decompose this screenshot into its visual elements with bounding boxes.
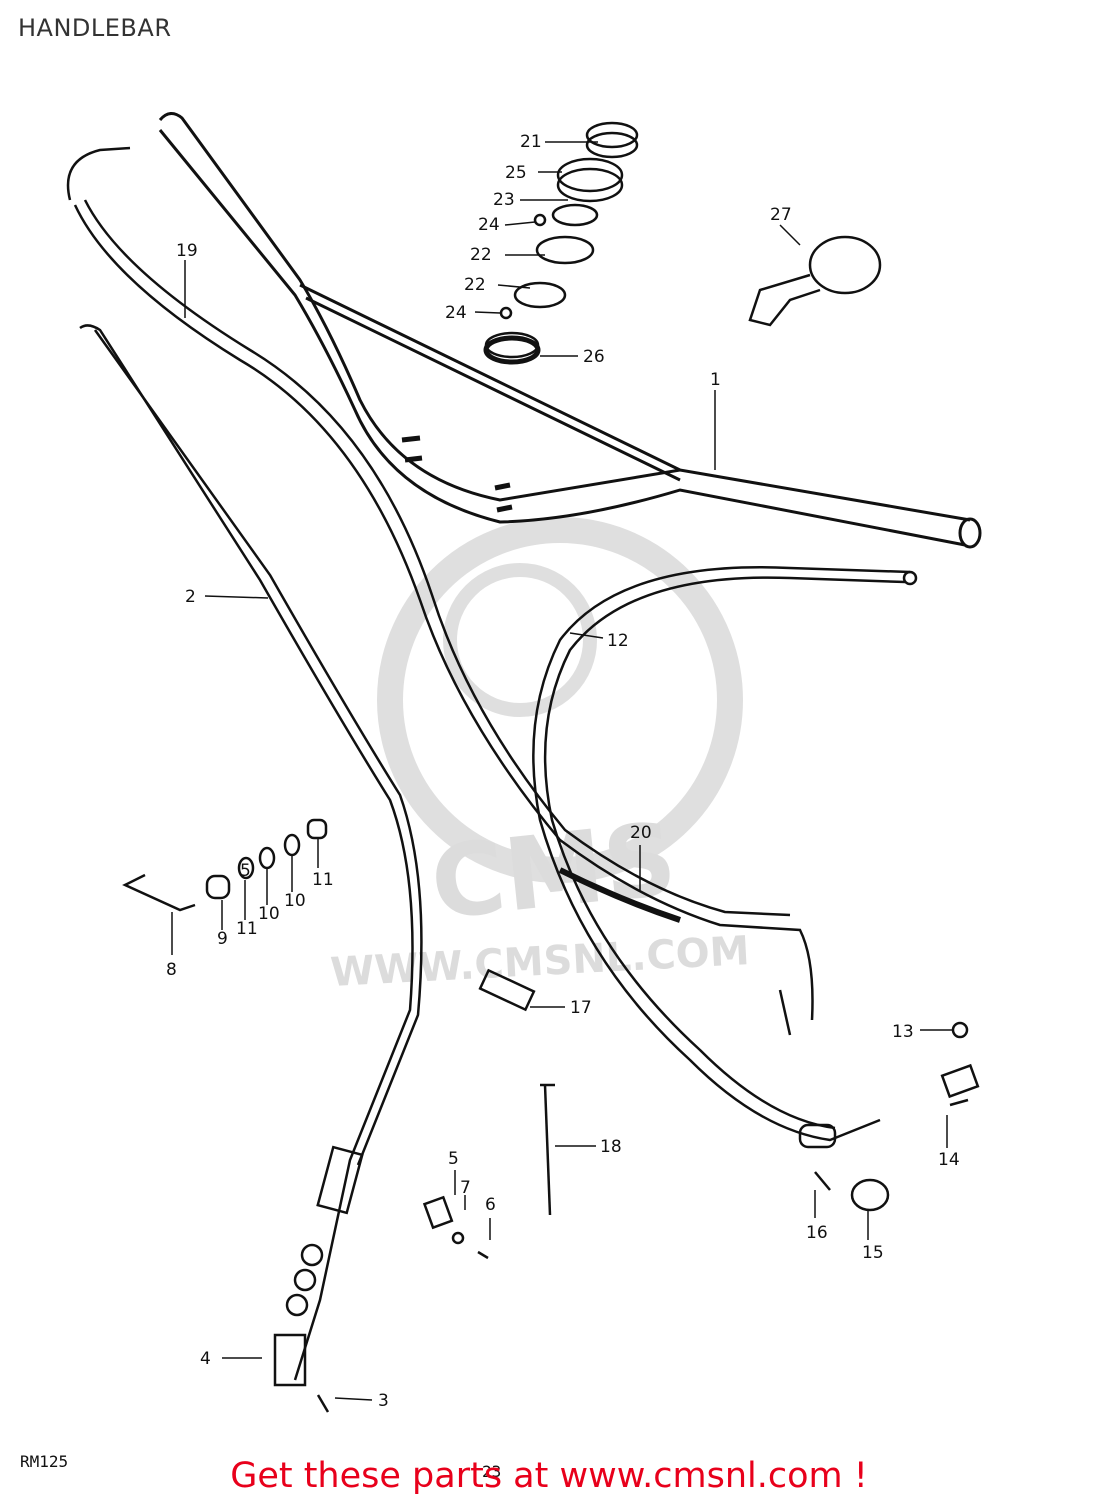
watermark-url: WWW.CMSNL.COM [329,928,750,996]
cable-2 [79,324,423,1413]
part-labels: 1 2 3 4 5 6 7 8 9 10 10 11 11 5 12 13 14… [166,132,960,1411]
part-label-10b: 10 [284,891,306,911]
part-label-10a: 10 [258,904,280,924]
part-label-1: 1 [710,370,721,390]
part-label-17: 17 [570,998,592,1018]
part-label-6: 6 [485,1195,496,1215]
part-label-5: 5 [448,1149,459,1169]
bearing-stack [483,121,639,365]
model-code: RM125 [20,1452,69,1471]
part-label-2: 2 [185,587,196,607]
part-label-16: 16 [806,1223,828,1243]
small-parts [122,818,980,1260]
part-label-14: 14 [938,1150,960,1170]
leader-lines [171,141,952,1401]
part-label-23: 23 [493,190,515,210]
part-label-11b: 11 [312,870,334,890]
part-label-13: 13 [892,1022,914,1042]
handlebar [158,112,982,549]
part-label-7: 7 [460,1178,471,1198]
part-label-5b: 5 [240,861,251,881]
part-label-24a: 24 [478,215,500,235]
part-label-27: 27 [770,205,792,225]
part-label-3: 3 [378,1391,389,1411]
part-label-9: 9 [217,929,228,949]
promo-link[interactable]: Get these parts at www.cmsnl.com ! [230,1456,868,1496]
part-label-25: 25 [505,163,527,183]
part-label-22b: 22 [464,275,486,295]
part-label-21: 21 [520,132,542,152]
page-title: HANDLEBAR [18,14,172,42]
part-label-24b: 24 [445,303,467,323]
watermark-logo: CMS WWW.CMSNL.COM [329,517,751,996]
part-label-18: 18 [600,1137,622,1157]
cable-12 [532,566,918,1149]
part-label-12: 12 [607,631,629,651]
part-label-15: 15 [862,1243,884,1263]
part-label-8: 8 [166,960,177,980]
page-number: 23 [482,1462,502,1481]
part-label-20: 20 [630,823,652,843]
throttle-grip [748,235,882,327]
part-label-19: 19 [176,241,198,261]
part-label-11a: 11 [236,919,258,939]
part-label-26: 26 [583,347,605,367]
part-label-22a: 22 [470,245,492,265]
part-label-4: 4 [200,1349,211,1369]
